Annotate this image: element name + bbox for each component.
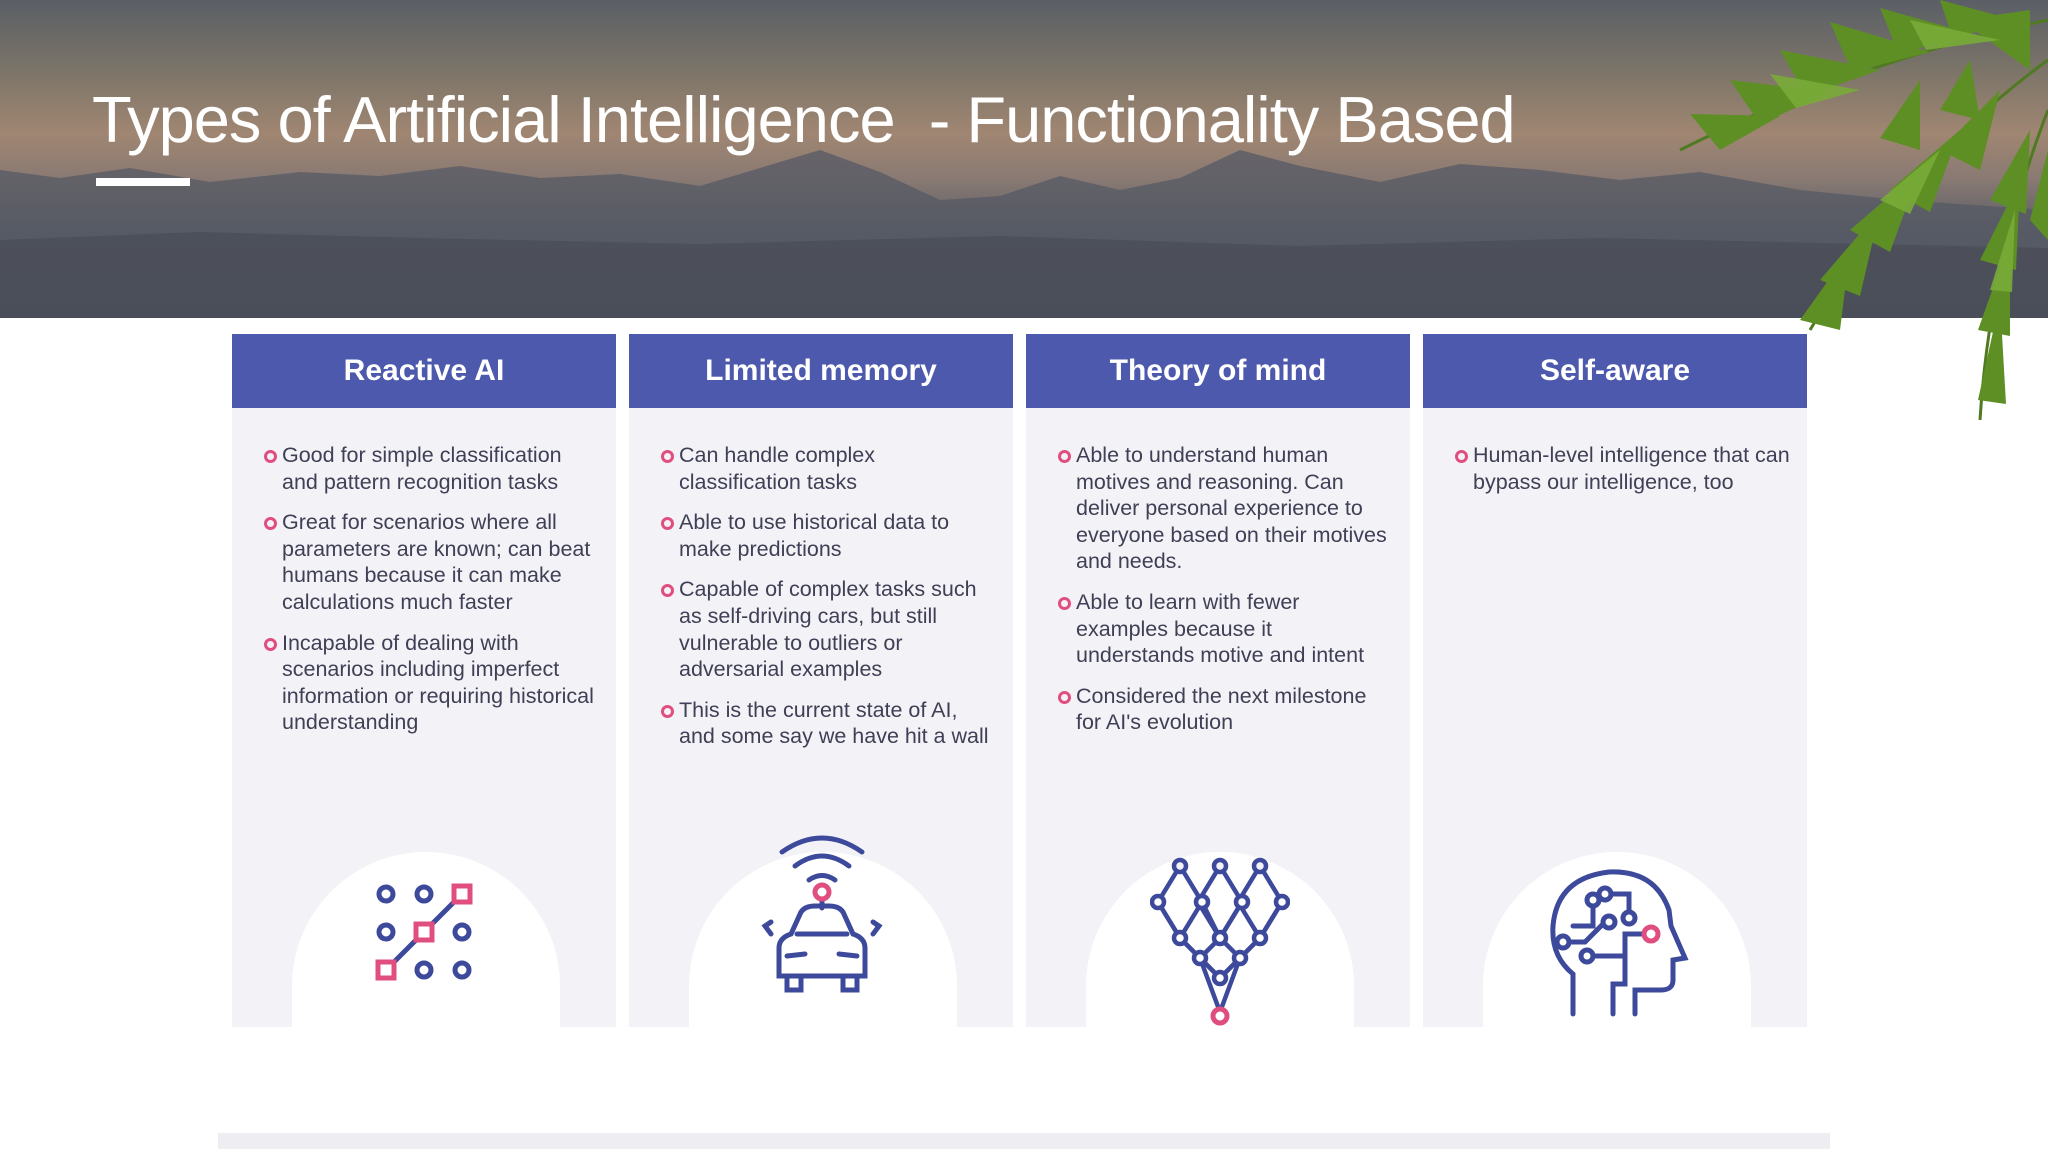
bullet-item: Good for simple classification and patte… [264, 442, 599, 495]
bullet-item: Can handle complex classification tasks [661, 442, 996, 495]
column-limited-memory: Limited memory Can handle complex classi… [629, 334, 1013, 1082]
bullet-circle-icon [1058, 596, 1071, 610]
title-banner: Types of Artificial Intelligence - Funct… [0, 0, 2048, 318]
bullet-item: Great for scenarios where all parameters… [264, 509, 599, 615]
column-heading: Theory of mind [1026, 334, 1410, 408]
bullet-list: Can handle complex classification tasks … [661, 442, 996, 764]
bullet-list: Able to understand human motives and rea… [1058, 442, 1393, 750]
bullet-item: Able to use historical data to make pred… [661, 509, 996, 562]
bullet-circle-icon [264, 517, 277, 531]
bullet-circle-icon [661, 704, 674, 718]
column-self-aware: Self-aware Human-level intelligence that… [1423, 334, 1807, 1082]
bullet-circle-icon [661, 450, 674, 463]
bullet-list: Human-level intelligence that can bypass… [1455, 442, 1790, 509]
icon-circle [292, 852, 560, 1082]
icon-circle [1086, 852, 1354, 1082]
pattern-grid-icon [375, 883, 473, 981]
column-theory-of-mind: Theory of mind Able to understand human … [1026, 334, 1410, 1082]
title-underline [96, 178, 190, 186]
bullet-circle-icon [1058, 450, 1071, 463]
bullet-circle-icon [1058, 690, 1071, 704]
bullet-item: Capable of complex tasks such as self-dr… [661, 576, 996, 682]
palm-leaf-graphic [1679, 0, 2048, 420]
bullet-circle-icon [661, 517, 674, 531]
bullet-circle-icon [1455, 450, 1468, 463]
self-driving-car-icon [761, 835, 883, 993]
column-heading: Reactive AI [232, 334, 616, 408]
footer-strip [218, 1133, 1830, 1149]
bullet-circle-icon [264, 450, 277, 463]
bullet-item: This is the current state of AI, and som… [661, 697, 996, 750]
bullet-list: Good for simple classification and patte… [264, 442, 599, 750]
bullet-item: Incapable of dealing with scenarios incl… [264, 630, 599, 736]
slide-title: Types of Artificial Intelligence - Funct… [92, 83, 1516, 156]
column-reactive-ai: Reactive AI Good for simple classificati… [232, 334, 616, 1082]
neural-network-icon [1150, 857, 1290, 1026]
icon-circle [1483, 852, 1751, 1082]
bullet-circle-icon [661, 584, 674, 598]
bullet-item: Able to learn with fewer examples becaus… [1058, 589, 1393, 669]
mountain-ridge-graphic [0, 150, 2048, 318]
bullet-item: Considered the next milestone for AI's e… [1058, 683, 1393, 736]
icon-circle [689, 835, 957, 1082]
column-heading: Limited memory [629, 334, 1013, 408]
bullet-item: Human-level intelligence that can bypass… [1455, 442, 1790, 495]
bullet-item: Able to understand human motives and rea… [1058, 442, 1393, 575]
column-heading: Self-aware [1423, 334, 1807, 408]
bullet-circle-icon [264, 637, 277, 651]
circuit-head-icon [1550, 869, 1689, 1017]
